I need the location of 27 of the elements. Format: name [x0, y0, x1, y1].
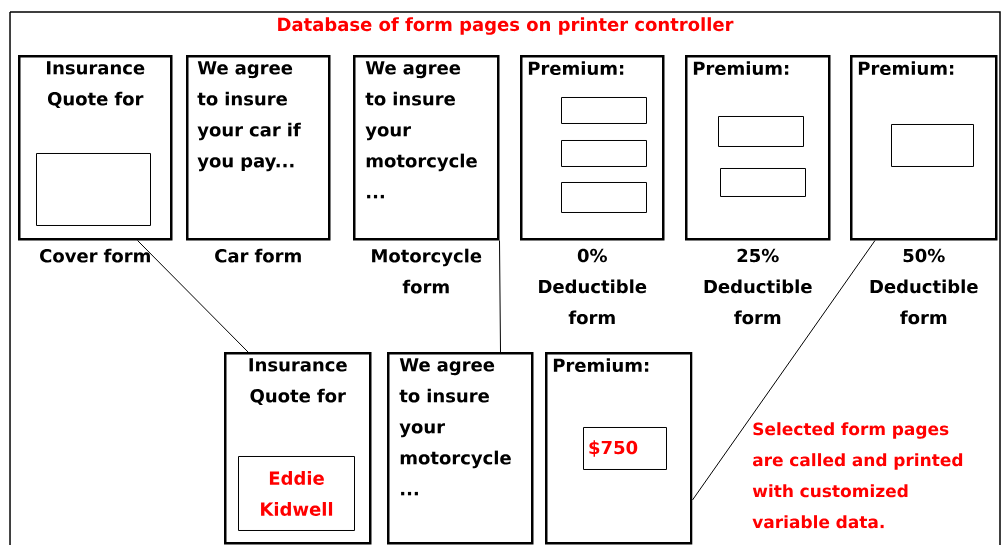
connector-line — [137, 240, 249, 353]
node-label: Car form — [215, 248, 301, 263]
field-box: $750 — [583, 427, 667, 470]
note: Selected form pages are called and printed with customized variable data. — [752, 422, 963, 529]
field-box: Eddie Kidwell — [238, 456, 355, 531]
blank-field — [720, 168, 806, 197]
node-label: Cover form — [40, 248, 150, 263]
node-label: 50% Deductible form — [870, 248, 978, 325]
node-label: Motorcycle form — [372, 248, 482, 294]
form-page: We agree to insure your car if you pay... Car form — [186, 55, 331, 263]
blank-field — [561, 182, 647, 213]
blank-field — [891, 124, 974, 167]
form-page: We agree to insure your motorcycle ... — [387, 352, 534, 545]
connector-line — [692, 240, 876, 501]
blank-field — [718, 116, 804, 147]
form-page: Premium: 0% Deductible form — [520, 55, 665, 325]
connector-line — [499, 240, 501, 353]
blank-field — [36, 153, 151, 226]
node-label: 25% Deductible form — [704, 248, 812, 325]
blank-field — [561, 97, 647, 124]
form-page: Premium: 25% Deductible form — [685, 55, 831, 325]
form-page: We agree to insure your motorcycle ... Motorcycle form — [353, 55, 500, 294]
node-label: 0% Deductible form — [539, 248, 647, 325]
title: Database of form pages on printer controller — [278, 17, 734, 35]
blank-field — [561, 140, 647, 167]
form-page: Premium: 50% Deductible form — [850, 55, 998, 325]
form-page: Insurance Quote for Cover form — [18, 55, 173, 263]
